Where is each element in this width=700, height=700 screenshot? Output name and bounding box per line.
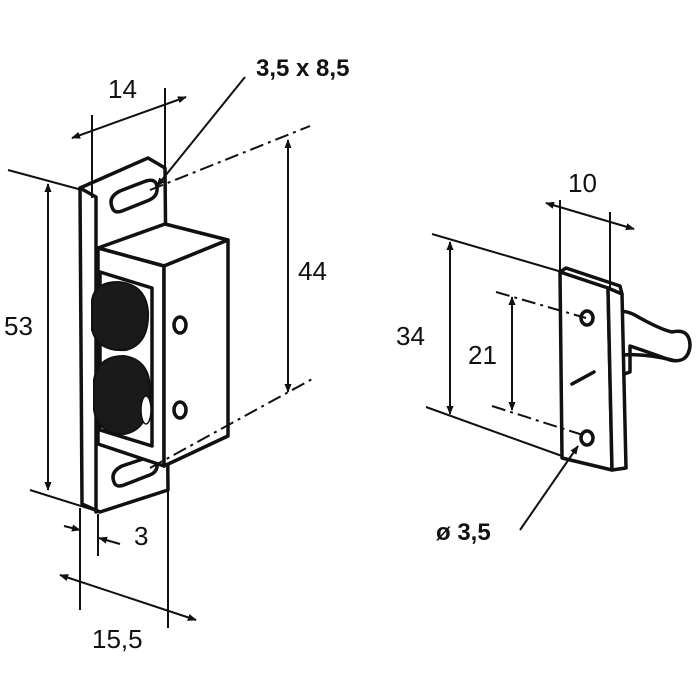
catch-magnet-lower bbox=[93, 354, 152, 436]
catch-housing-side bbox=[162, 238, 230, 468]
catch-side-hole-lower bbox=[172, 400, 188, 420]
label-strike-height: 34 bbox=[396, 321, 425, 351]
strike-pin bbox=[570, 370, 596, 386]
label-catch-depth: 15,5 bbox=[92, 624, 143, 654]
label-hole-spacing: 44 bbox=[298, 256, 327, 286]
catch-magnet-upper bbox=[91, 280, 150, 352]
catch-side-hole-upper bbox=[172, 315, 188, 335]
label-strike-width: 10 bbox=[568, 168, 597, 198]
strike-plate bbox=[558, 266, 692, 472]
dimension-labels: 14 3,5 x 8,5 53 44 3 15,5 10 34 21 ø 3,5 bbox=[4, 55, 597, 654]
label-plate-thickness: 3 bbox=[134, 521, 148, 551]
label-hole-diameter: ø 3,5 bbox=[436, 519, 491, 546]
label-catch-height: 53 bbox=[4, 311, 33, 341]
strike-dimensions bbox=[425, 200, 635, 531]
catch-magnet-highlight bbox=[140, 395, 152, 425]
magnetic-catch bbox=[78, 156, 230, 514]
strike-plate-top-edge bbox=[558, 266, 624, 296]
label-slot-size: 3,5 x 8,5 bbox=[256, 55, 349, 82]
label-catch-width: 14 bbox=[108, 74, 137, 104]
strike-lower-hole bbox=[579, 429, 595, 447]
catch-dimensions bbox=[7, 76, 315, 628]
label-strike-hole-spacing: 21 bbox=[468, 340, 497, 370]
strike-upper-hole bbox=[579, 309, 595, 327]
strike-hook-arm bbox=[610, 309, 692, 380]
strike-plate-side bbox=[606, 286, 628, 472]
